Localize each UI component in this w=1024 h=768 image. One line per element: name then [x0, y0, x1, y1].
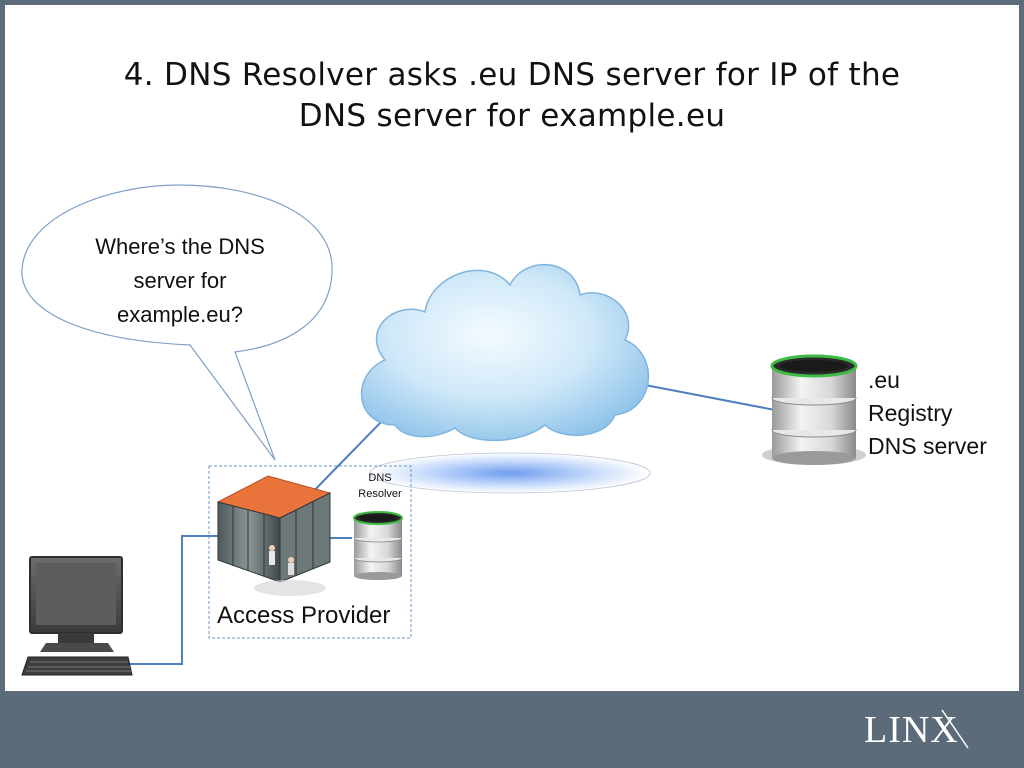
resolver-label: DNS Resolver [352, 470, 408, 502]
logo-text: LINX [864, 709, 959, 751]
speech-bubble-icon [21, 184, 333, 461]
registry-label-line-3: DNS server [868, 433, 987, 459]
bubble-text: Where’s the DNS server for example.eu? [60, 230, 300, 332]
computer-icon [21, 556, 133, 676]
registry-label-line-2: Registry [868, 400, 953, 426]
cloud-shadow [369, 452, 651, 494]
title-line-2: DNS server for example.eu [298, 98, 726, 134]
logo-accent-line [941, 709, 969, 749]
access-provider-label: Access Provider [217, 602, 391, 629]
resolver-label-line-1: DNS [368, 472, 392, 484]
bubble-line-1: Where’s the DNS [95, 234, 265, 259]
title-line-1: 4. DNS Resolver asks .eu DNS server for … [123, 57, 901, 93]
slide-title: 4. DNS Resolver asks .eu DNS server for … [40, 55, 984, 137]
access-provider-box [208, 465, 412, 639]
registry-label-line-1: .eu [868, 367, 900, 393]
computer-to-provider-line [130, 535, 218, 665]
registry-label: .eu Registry DNS server [868, 364, 987, 463]
bubble-line-2: server for [133, 268, 227, 293]
datacenter-icon [216, 475, 332, 596]
footer-bar [0, 691, 1024, 768]
resolver-label-line-2: Resolver [358, 488, 402, 500]
registry-server-icon [762, 354, 866, 465]
resolver-server-icon [353, 511, 403, 580]
cloud-icon [360, 263, 650, 442]
cloud-to-registry-line [644, 384, 776, 411]
linx-logo: LINX [864, 709, 969, 751]
bubble-line-3: example.eu? [117, 302, 243, 327]
